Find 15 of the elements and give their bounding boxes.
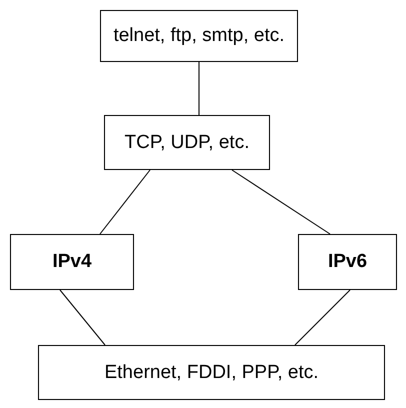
connector-line [198,62,200,116]
connector-line [100,170,150,234]
layer-label: IPv4 [52,251,92,273]
layer-box [10,234,134,290]
layer-box [298,234,397,290]
layer-label: TCP, UDP, etc. [124,132,250,154]
layer-label: Ethernet, FDDI, PPP, etc. [104,362,319,384]
layer-label: telnet, ftp, smtp, etc. [113,25,285,47]
layer-box [100,10,298,62]
connector-line [232,170,330,234]
layer-box [104,115,270,170]
layer-label: IPv6 [328,251,368,273]
connector-line [294,290,350,346]
connector-line [60,290,106,346]
layer-box [38,345,385,400]
